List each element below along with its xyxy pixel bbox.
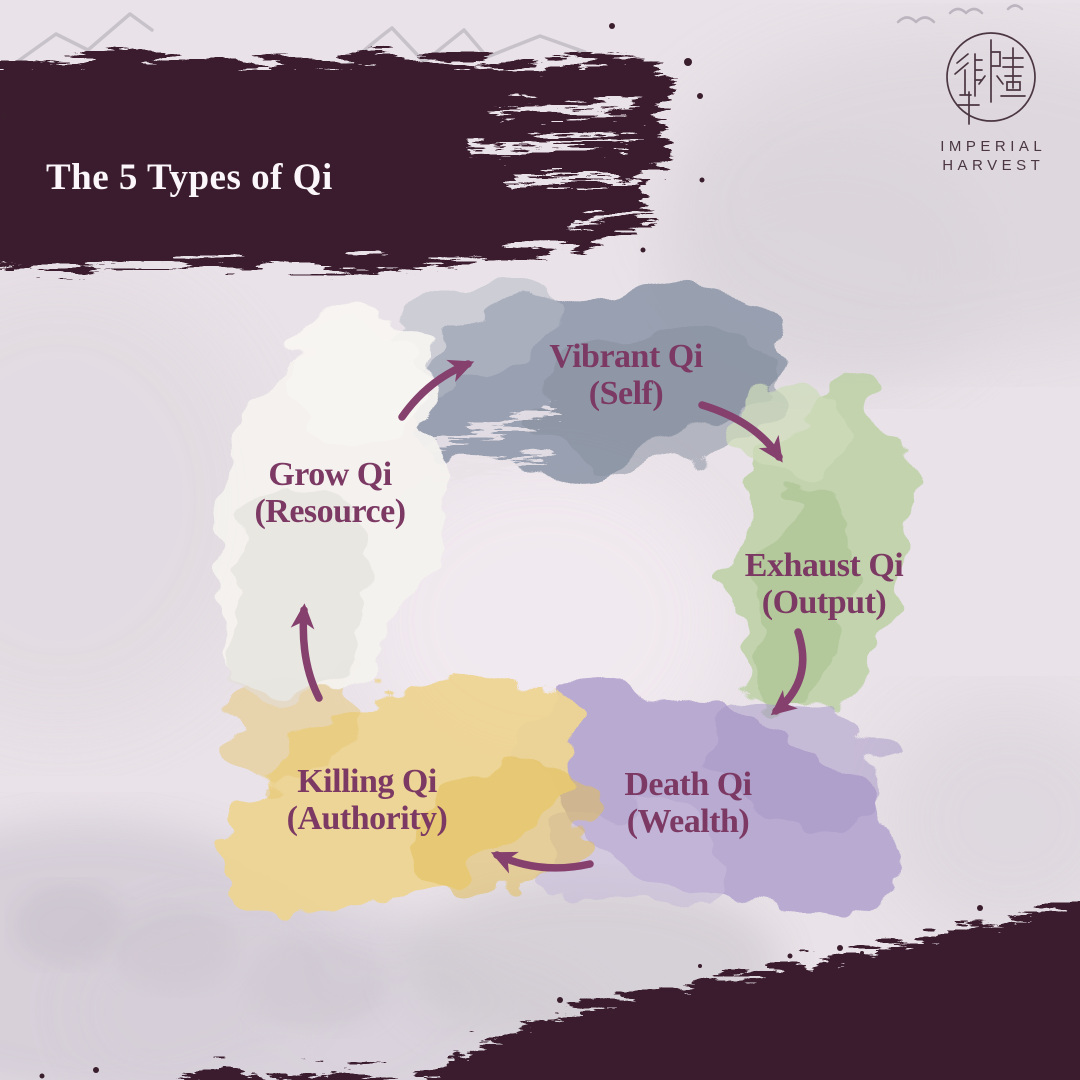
imperial-harvest-seal-icon [946,32,1036,125]
segment-name: Vibrant Qi [549,338,703,375]
segment-name: Grow Qi [268,456,392,493]
segment-aspect: (Resource) [254,493,406,530]
segment-name: Death Qi [624,766,752,803]
segment-aspect: (Wealth) [626,803,750,840]
segment-label-grow: Grow Qi (Resource) [254,456,406,530]
segment-label-exhaust: Exhaust Qi (Output) [744,547,904,621]
flow-arrow-killing-to-grow [290,603,323,702]
segment-label-death: Death Qi (Wealth) [624,766,752,840]
flow-arrow-death-to-killing [490,851,594,874]
segment-name: Exhaust Qi [744,547,904,584]
segment-killing-watercolor [217,672,591,916]
segment-aspect: (Authority) [286,800,448,837]
segment-label-killing: Killing Qi (Authority) [287,763,448,837]
segment-grow-watercolor [217,318,443,701]
brand-name-line1: IMPERIAL [940,138,1047,155]
flow-arrow-grow-to-vibrant [398,359,475,421]
segment-aspect: (Output) [761,584,887,621]
flow-arrow-vibrant-to-exhaust [698,401,783,463]
page-title: The 5 Types of Qi [46,157,333,198]
segment-aspect: (Self) [588,375,664,412]
flow-arrow-exhaust-to-death [770,628,807,716]
brand-name-line2: HARVEST [942,157,1045,174]
ink-spatter [1,23,705,253]
ink-spatter [39,905,1024,1079]
brush-stroke-top [0,23,705,268]
segment-label-vibrant: Vibrant Qi (Self) [549,338,703,412]
brush-stroke-bottom [39,892,1080,1080]
segment-name: Killing Qi [297,763,437,800]
brand-block: IMPERIAL HARVEST [925,30,1057,174]
